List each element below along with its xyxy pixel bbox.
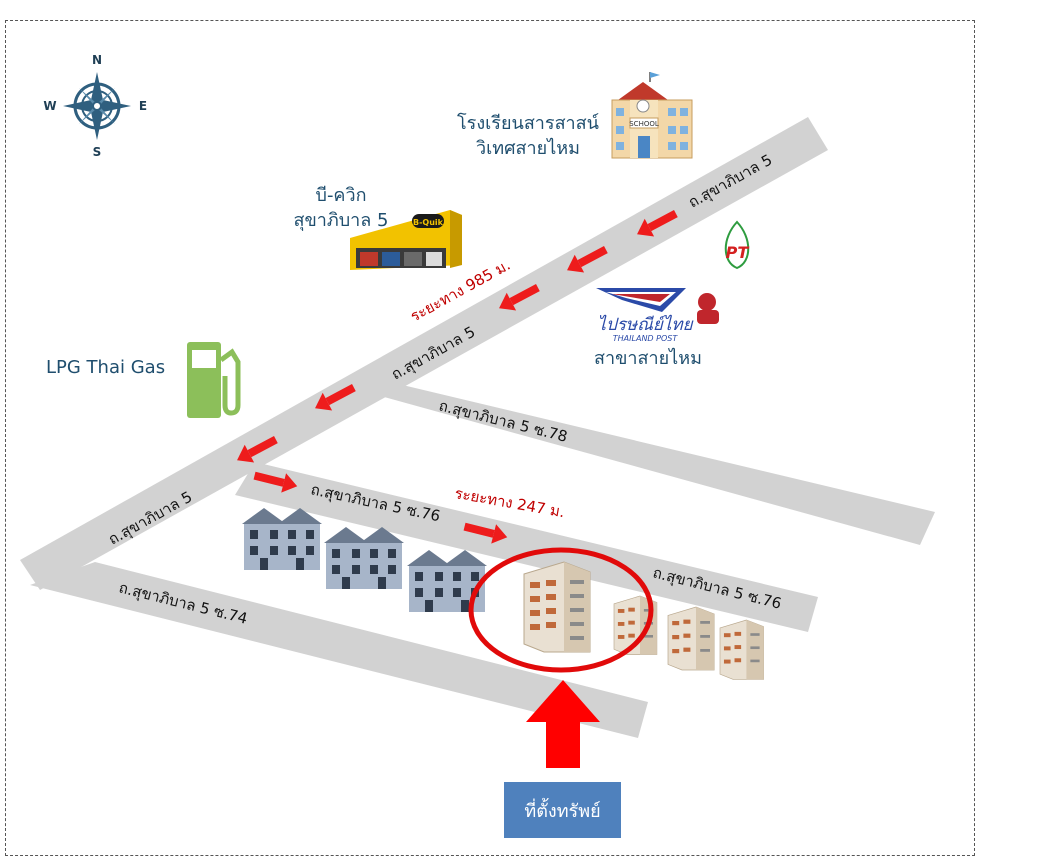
- property-highlight-circle: [468, 547, 654, 673]
- compass-north: N: [92, 53, 102, 67]
- roads: [20, 117, 935, 738]
- townhouse-row-3: [407, 550, 487, 612]
- arrow-icon: [637, 210, 678, 237]
- arrow-icon: [499, 284, 540, 311]
- school-name-line1: โรงเรียนสารสาสน์: [457, 113, 599, 134]
- road-soi74: [30, 562, 648, 738]
- school-name-line2: วิเทศสายไหม: [476, 138, 580, 159]
- arrow-icon: [463, 522, 508, 544]
- gas-pump-icon: [187, 342, 241, 418]
- post-branch-label: สาขาสายไหม: [594, 348, 702, 369]
- apartment-building-icon: [667, 606, 715, 671]
- road-main: [20, 117, 828, 590]
- arrow-icon: [253, 471, 298, 493]
- property-location-label: ที่ตั้งทรัพย์: [504, 782, 621, 838]
- arrow-icon: [315, 384, 356, 411]
- road-soi78: [377, 382, 935, 545]
- map-frame: [5, 20, 975, 856]
- townhouse-row-2: [324, 527, 404, 589]
- arrow-icon: [567, 246, 608, 273]
- townhouse-row-1: [242, 508, 322, 570]
- route-arrows: [237, 210, 678, 544]
- post-thai-text: ไปรษณีย์ไทย: [597, 314, 693, 335]
- post-en-text: THAILAND POST: [613, 334, 679, 343]
- apartment-building-icon: [719, 619, 764, 680]
- school-icon: SCHOOL: [611, 72, 693, 159]
- bquik-shop-icon: B-Quik: [350, 210, 462, 270]
- road-soi76: [235, 462, 818, 632]
- pt-logo-text: PT: [726, 243, 750, 262]
- bquik-name-line2: สุขาภิบาล 5: [293, 210, 389, 231]
- compass-rose-icon: [63, 72, 131, 140]
- property-up-arrow-icon: [526, 680, 600, 768]
- school-sign: SCHOOL: [629, 120, 659, 128]
- property-building-icon: [523, 561, 591, 653]
- compass-east: E: [139, 99, 147, 113]
- pt-station-logo: PT: [724, 220, 750, 270]
- thailand-post-logo: ไปรษณีย์ไทย THAILAND POST: [596, 288, 719, 343]
- bquik-sign: B-Quik: [413, 218, 444, 227]
- lpg-station-label: LPG Thai Gas: [46, 357, 166, 378]
- bquik-name-line1: บี-ควิก: [315, 185, 367, 206]
- compass-west: W: [43, 99, 56, 113]
- compass-south: S: [93, 145, 102, 159]
- arrow-icon: [237, 436, 278, 463]
